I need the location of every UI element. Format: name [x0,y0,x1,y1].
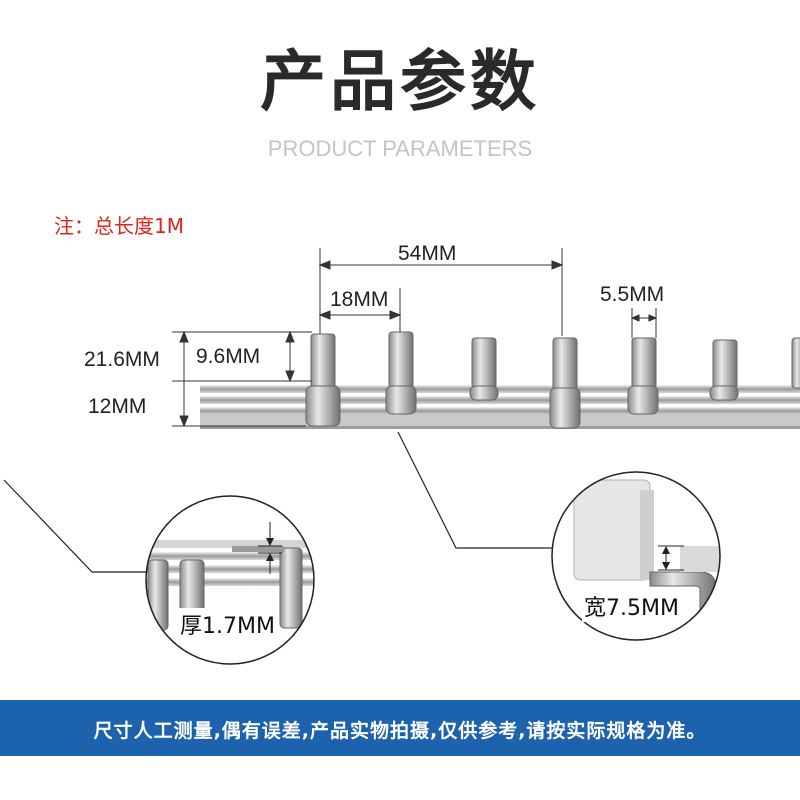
pin-2 [385,331,417,415]
pin-3 [469,337,499,401]
dimension-lines [172,248,658,428]
pin-5 [627,337,659,415]
pin-7 [791,337,800,389]
busbar-main [200,385,800,429]
dim-pitch-span: 54MM [398,242,457,265]
dim-pin-width: 5.5MM [600,283,665,306]
thickness-label: 厚1.7MM [178,608,277,640]
footer-disclaimer: 尺寸人工测量,偶有误差,产品实物拍摄,仅供参考,请按实际规格为准。 [93,720,707,742]
pin-6 [709,339,739,401]
dim-total-height: 21.6MM [84,348,160,371]
length-note: 注：总长度1M [54,214,184,238]
width-label: 宽7.5MM [582,590,681,622]
page-title: 产品参数 [260,43,540,120]
busbar-pins [305,331,800,429]
pin-4 [549,337,581,429]
dim-pitch: 18MM [330,288,389,311]
footer-bar: 尺寸人工测量,偶有误差,产品实物拍摄,仅供参考,请按实际规格为准。 [0,700,800,756]
dim-pin-height: 9.6MM [196,345,261,368]
page-subtitle: PRODUCT PARAMETERS [267,136,533,161]
pin-1 [305,333,341,427]
callout-leaders [3,431,556,573]
dim-bar-height: 12MM [88,395,147,418]
